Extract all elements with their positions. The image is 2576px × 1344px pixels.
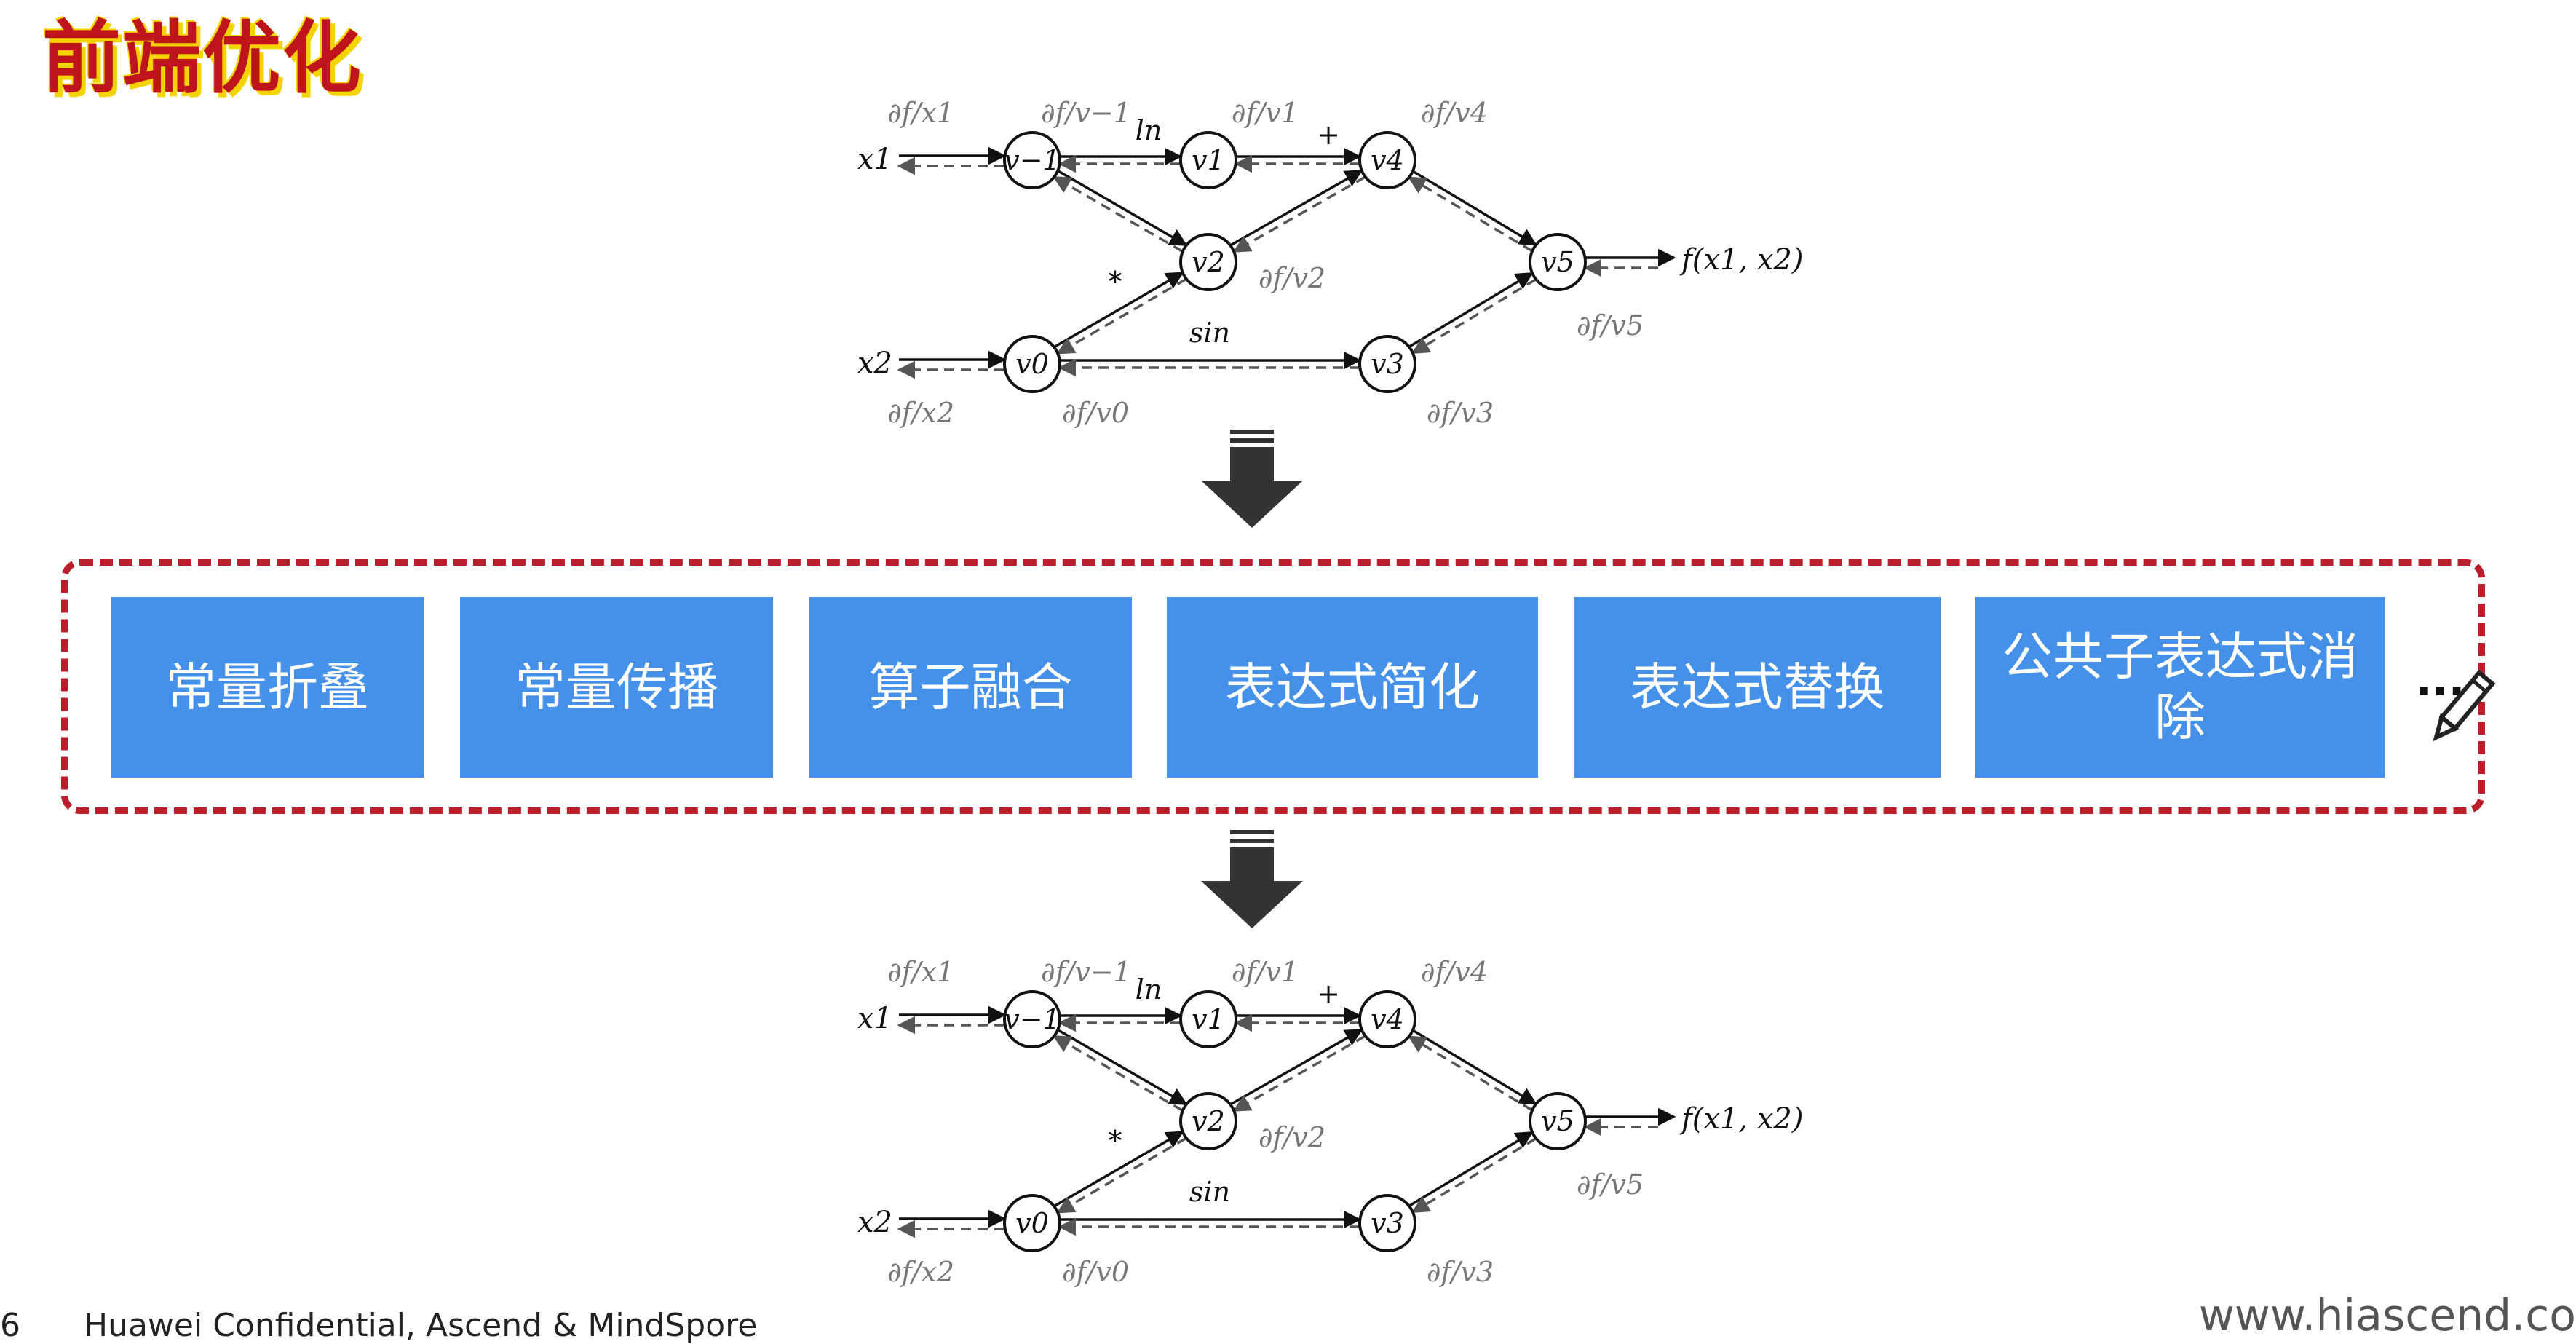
forward-edge-v4-v5 xyxy=(1412,170,1538,246)
graph-svg-top: v−1 v0 v1 v2 v3 v4 v5 x1 x2 f(x1, x2) ln + * sin ∂f/x1… xyxy=(857,97,1803,429)
forward-edge-v2-v4 xyxy=(1229,169,1363,247)
graph-node-v2 xyxy=(1179,233,1237,291)
op-label-mul: * xyxy=(1109,1125,1122,1157)
graph-node-v3 xyxy=(1358,1194,1416,1252)
graph-node-vm1 xyxy=(1003,131,1061,189)
grad-label-vm1: ∂f/v−1 xyxy=(1041,956,1131,988)
opt-operator-fusion[interactable]: 算子融合 xyxy=(809,597,1132,778)
opt-expression-simplification[interactable]: 表达式简化 xyxy=(1167,597,1538,778)
opt-expression-replacement[interactable]: 表达式替换 xyxy=(1574,597,1941,778)
grad-label-v4: ∂f/v4 xyxy=(1421,956,1488,988)
backward-edge-v0-v2 xyxy=(1056,277,1187,355)
node-label-v4: v4 xyxy=(1371,144,1404,176)
opt-constant-folding[interactable]: 常量折叠 xyxy=(111,597,424,778)
graph-node-v1 xyxy=(1179,131,1237,189)
node-label-v2: v2 xyxy=(1192,246,1225,278)
backward-edge-v4-v5 xyxy=(1407,1035,1533,1112)
graph-node-v0 xyxy=(1003,335,1061,393)
slide-title: 前端优化 xyxy=(42,13,363,104)
backward-edge-v0-v2 xyxy=(1056,1137,1187,1214)
node-label-v0: v0 xyxy=(1015,348,1049,380)
node-label-v1: v1 xyxy=(1192,144,1225,176)
grad-label-v1: ∂f/v1 xyxy=(1232,97,1299,129)
input-label-x1: x1 xyxy=(857,143,892,176)
output-label: f(x1, x2) xyxy=(1679,1102,1803,1136)
op-label-plus: + xyxy=(1317,978,1340,1010)
footer-confidential: Huawei Confidential, Ascend & MindSpore xyxy=(84,1307,758,1344)
down-arrow-icon xyxy=(1201,430,1303,531)
node-label-v0: v0 xyxy=(1015,1207,1049,1239)
grad-label-v3: ∂f/v3 xyxy=(1427,397,1494,429)
page-number: 6 xyxy=(0,1307,20,1344)
backward-edge-v4-v5 xyxy=(1407,176,1533,253)
forward-edge-v0-v2 xyxy=(1053,1131,1184,1208)
forward-edge-v4-v5 xyxy=(1412,1029,1538,1105)
backward-edge-vm1-v2 xyxy=(1053,1035,1184,1112)
graph-node-v3 xyxy=(1358,335,1416,393)
website-url[interactable]: www.hiascend.co xyxy=(2198,1290,2576,1341)
grad-label-v2: ∂f/v2 xyxy=(1259,1121,1325,1153)
graph-node-v4 xyxy=(1358,990,1416,1048)
forward-edge-v2-v4 xyxy=(1229,1028,1363,1106)
node-label-v1: v1 xyxy=(1192,1003,1225,1035)
graph-node-vm1 xyxy=(1003,990,1061,1048)
input-label-x2: x2 xyxy=(857,347,892,380)
grad-label-v1: ∂f/v1 xyxy=(1232,956,1299,988)
op-label-plus: + xyxy=(1317,119,1340,151)
pencil-icon[interactable] xyxy=(2420,668,2500,748)
opt-constant-propagation[interactable]: 常量传播 xyxy=(460,597,773,778)
graph-node-v5 xyxy=(1529,1092,1587,1150)
down-arrow-icon xyxy=(1201,830,1303,932)
backward-edge-v3-v5 xyxy=(1411,278,1537,355)
input-label-x2: x2 xyxy=(857,1206,892,1239)
op-label-mul: * xyxy=(1109,266,1122,298)
backward-edge-v2-v4 xyxy=(1232,175,1366,253)
computational-graph-top: v−1 v0 v1 v2 v3 v4 v5 x1 x2 f(x1, x2) ln + * sin ∂f/x1… xyxy=(830,87,1820,451)
graph-node-v0 xyxy=(1003,1194,1061,1252)
op-label-sin: sin xyxy=(1189,317,1230,349)
backward-edge-vm1-v2 xyxy=(1053,175,1184,253)
op-label-ln: ln xyxy=(1136,114,1162,146)
grad-label-x2: ∂f/x2 xyxy=(887,397,954,429)
graph-svg-bottom: v−1 v0 v1 v2 v3 v4 v5 x1 x2 f(x1, x2) ln + * sin ∂f/x1… xyxy=(857,956,1803,1288)
node-label-v5: v5 xyxy=(1541,1105,1574,1137)
grad-label-v5: ∂f/v5 xyxy=(1577,309,1644,341)
forward-edge-v3-v5 xyxy=(1408,1131,1534,1207)
forward-edge-vm1-v2 xyxy=(1057,170,1188,247)
grad-label-v5: ∂f/v5 xyxy=(1577,1169,1644,1201)
backward-edge-v2-v4 xyxy=(1232,1035,1366,1112)
op-label-ln: ln xyxy=(1136,973,1162,1005)
grad-label-v0: ∂f/v0 xyxy=(1062,397,1129,429)
grad-label-v4: ∂f/v4 xyxy=(1421,97,1488,129)
node-label-v3: v3 xyxy=(1371,1207,1404,1239)
computational-graph-bottom: v−1 v0 v1 v2 v3 v4 v5 x1 x2 f(x1, x2) ln + * sin ∂f/x1… xyxy=(830,946,1820,1311)
graph-node-v1 xyxy=(1179,990,1237,1048)
opt-common-subexpression-elimination[interactable]: 公共子表达式消除 xyxy=(1975,597,2385,778)
forward-edge-vm1-v2 xyxy=(1057,1029,1188,1106)
graph-node-v2 xyxy=(1179,1092,1237,1150)
graph-node-v4 xyxy=(1358,131,1416,189)
grad-label-x1: ∂f/x1 xyxy=(887,97,954,129)
node-label-v2: v2 xyxy=(1192,1105,1225,1137)
node-label-vm1: v−1 xyxy=(1004,144,1060,176)
grad-label-v2: ∂f/v2 xyxy=(1259,262,1325,294)
grad-label-x1: ∂f/x1 xyxy=(887,956,954,988)
input-label-x1: x1 xyxy=(857,1002,892,1035)
graph-node-v5 xyxy=(1529,233,1587,291)
forward-edge-v0-v2 xyxy=(1053,272,1184,349)
grad-label-v3: ∂f/v3 xyxy=(1427,1256,1494,1288)
node-label-v5: v5 xyxy=(1541,246,1574,278)
output-label: f(x1, x2) xyxy=(1679,243,1803,277)
forward-edge-v3-v5 xyxy=(1408,272,1534,348)
node-label-v4: v4 xyxy=(1371,1003,1404,1035)
grad-label-v0: ∂f/v0 xyxy=(1062,1256,1129,1288)
backward-edge-v3-v5 xyxy=(1411,1137,1537,1214)
grad-label-x2: ∂f/x2 xyxy=(887,1256,954,1288)
node-label-vm1: v−1 xyxy=(1004,1003,1060,1035)
node-label-v3: v3 xyxy=(1371,348,1404,380)
grad-label-vm1: ∂f/v−1 xyxy=(1041,97,1131,129)
op-label-sin: sin xyxy=(1189,1176,1230,1208)
